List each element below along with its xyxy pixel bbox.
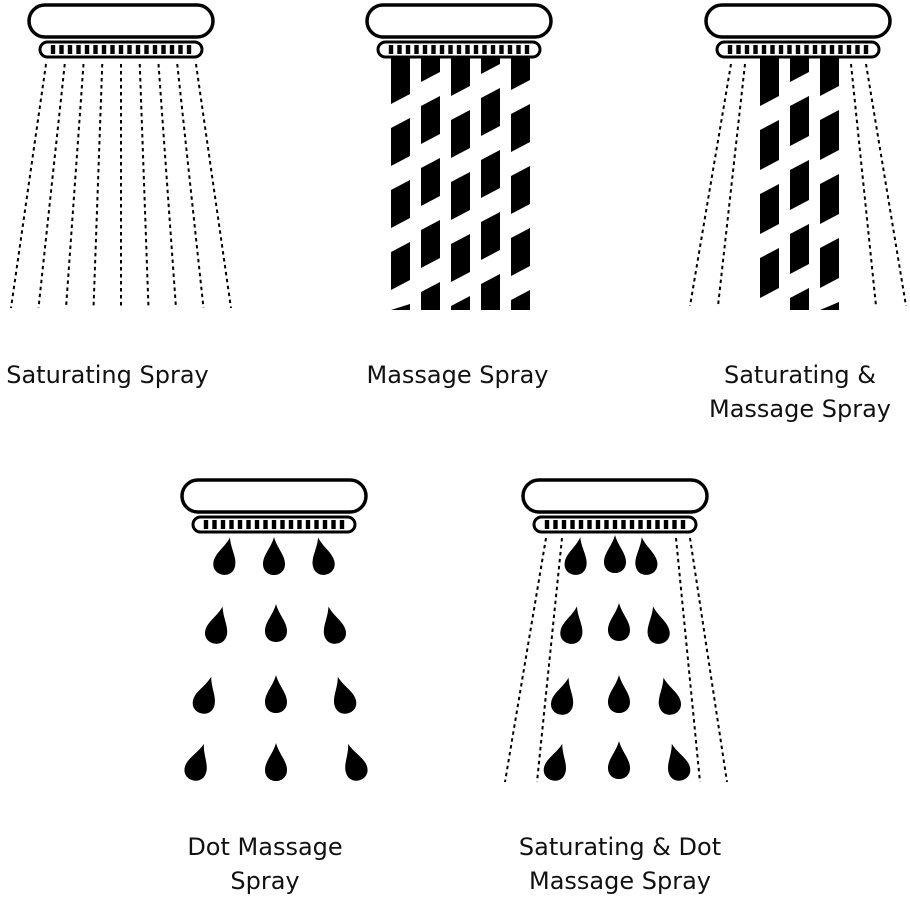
water-drop [345,743,368,781]
water-drop [551,677,574,715]
water-drop [265,604,287,642]
water-drop [192,676,215,714]
spray-stream [138,63,150,309]
massage-jet [481,56,500,310]
water-drop [312,537,335,575]
shower-head-icon [704,3,892,59]
water-drop [658,677,681,715]
shower-head-icon [365,3,553,59]
massage-jet [451,56,470,310]
massage-jet [421,56,440,310]
spray-stream [10,63,47,309]
spray-stream [536,537,563,783]
massage-jet [820,56,839,310]
label-saturating-spray: Saturating Spray [6,361,209,389]
water-drop [608,675,630,713]
water-drop [543,743,566,781]
water-drop [265,675,287,713]
spray-stream [37,63,66,309]
spray-stream [717,63,746,307]
water-drop [263,537,285,575]
shower-head-icon [27,3,215,59]
water-drop [564,537,587,575]
panel-saturating-dot-massage-spray [504,478,728,783]
water-drop [205,606,228,644]
water-drop [604,535,626,573]
spray-stream [865,63,907,307]
massage-jet [760,56,779,298]
shower-head-icon [180,478,368,534]
water-drop [334,676,357,714]
spray-stream [176,63,205,309]
spray-stream [92,63,104,309]
panel-massage-spray [365,3,553,310]
spray-stream [195,63,232,309]
label-saturating-massage-spray: Saturating & Massage Spray [708,361,891,423]
spray-stream [689,63,732,307]
shower-head-icon [521,478,709,534]
water-drop [323,606,346,644]
panel-dot-massage-spray [180,478,368,781]
water-drop [668,743,691,781]
massage-jet [790,56,809,310]
water-drop [213,537,236,575]
massage-jet [511,56,530,310]
spray-stream [157,63,177,309]
label-massage-spray: Massage Spray [366,361,549,389]
label-dot-massage-spray: Dot Massage Spray [187,833,343,895]
massage-jet [391,56,410,310]
water-drop [608,603,630,641]
spray-stream [850,63,877,307]
water-drop [184,743,207,781]
water-drop [647,606,670,644]
panel-saturating-spray [10,3,232,309]
spray-stream [65,63,85,309]
spray-stream [689,537,728,783]
water-drop [608,741,630,779]
spray-stream [675,537,701,783]
panel-saturating-massage-spray [689,3,907,310]
water-drop [635,537,658,575]
label-saturating-dot-massage-spray: Saturating & Dot Massage Spray [518,833,722,895]
water-drop [560,606,583,644]
water-drop [265,743,287,781]
spray-stream [504,537,547,783]
